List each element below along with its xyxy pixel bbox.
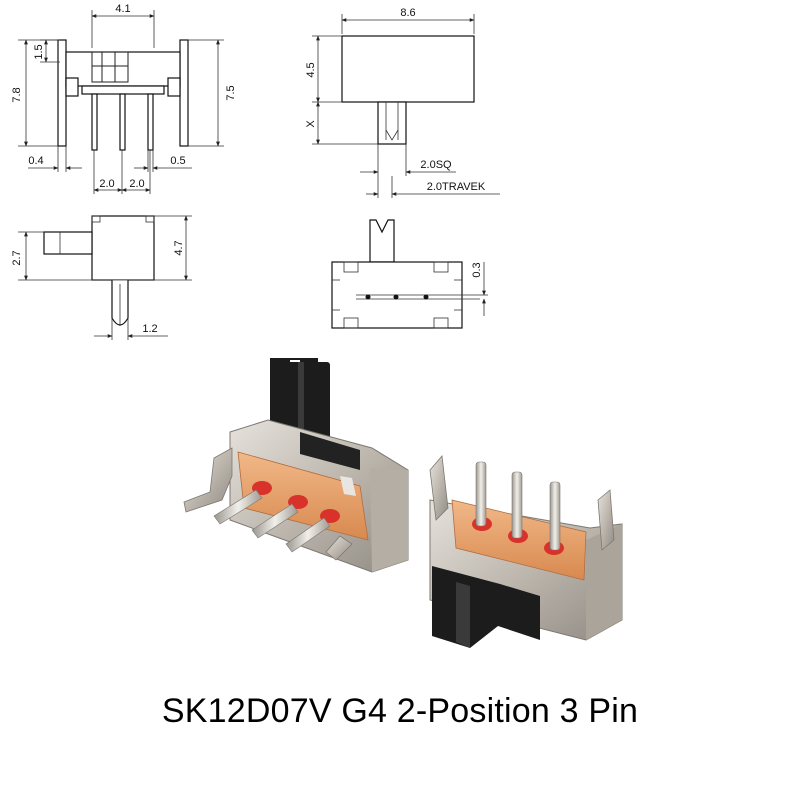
dim-lever-x: X	[305, 120, 317, 128]
dim-side-right: 4.7	[173, 240, 185, 255]
dim-pin-right-gap: 0.5	[170, 155, 185, 167]
lever-view: 8.6 4.5 X 2.0SQ 2.0TRAVEK	[305, 7, 500, 198]
frame-leg-left	[57, 39, 67, 147]
dim-width-top: 4.1	[115, 3, 130, 15]
product-caption: SK12D07V G4 2-Position 3 Pin	[161, 692, 639, 730]
side-view: 2.7 4.7 1.2	[11, 215, 192, 340]
pin-3	[147, 93, 154, 151]
dim-lever-sq: 2.0SQ	[420, 159, 452, 171]
dim-pin-left-gap: 0.4	[28, 155, 43, 167]
front-view: 4.1 1.5 7.8 7.5 0.4 0.5 2.0	[11, 3, 237, 194]
dim-pin-offset: 0.3	[471, 262, 483, 277]
dim-height-left: 7.8	[11, 87, 23, 102]
dim-side-left: 2.7	[11, 250, 23, 265]
switch-photo-left	[183, 358, 409, 573]
housing	[65, 51, 181, 87]
dim-travel: 2.0TRAVEK	[427, 181, 486, 193]
bottom-lever	[369, 219, 395, 263]
switch-photo-right	[429, 455, 623, 648]
pin-2	[119, 93, 126, 151]
dim-pitch-a: 2.0	[99, 178, 114, 190]
dim-body-height: 4.5	[305, 62, 317, 77]
dim-body-width: 8.6	[400, 7, 415, 19]
dim-slot: 1.5	[33, 44, 45, 59]
slider-window	[91, 51, 129, 83]
dim-pitch-b: 2.0	[129, 178, 144, 190]
side-body	[91, 215, 155, 281]
lever-stem	[377, 101, 407, 145]
base-plate	[81, 85, 165, 95]
body-outline	[341, 35, 475, 103]
pin-1	[91, 93, 98, 151]
dim-pin-width: 1.2	[142, 323, 157, 335]
bottom-view: 0.3	[331, 219, 488, 329]
frame-leg-right	[179, 39, 189, 147]
dim-height-right: 7.5	[225, 85, 237, 100]
side-actuator	[43, 231, 93, 255]
